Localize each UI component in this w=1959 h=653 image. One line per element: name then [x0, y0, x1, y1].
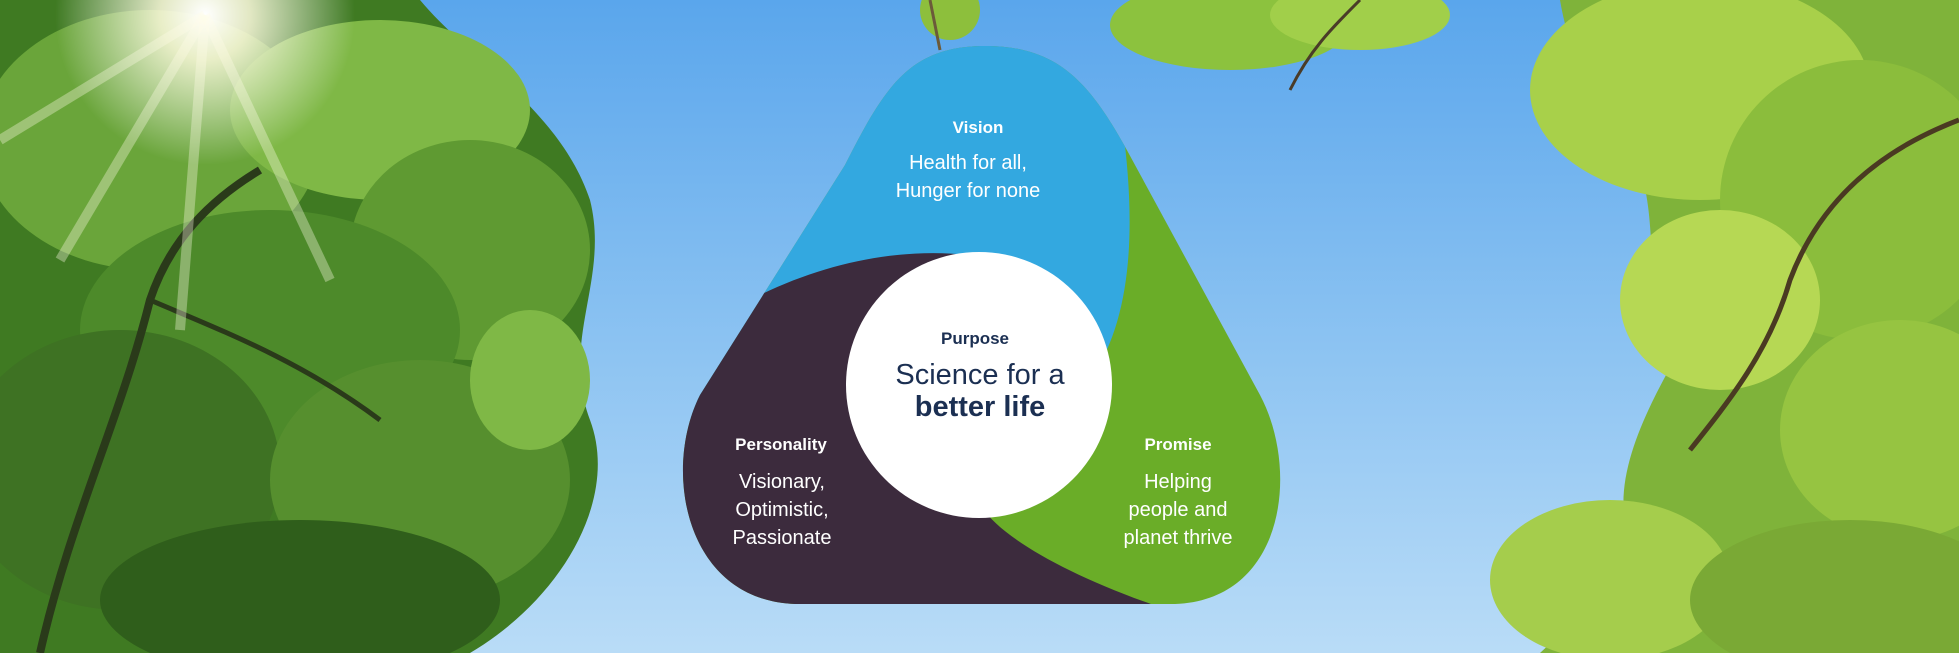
purpose-title: Purpose: [940, 329, 1010, 348]
vision-title: Vision: [952, 118, 1004, 137]
promise-text: Helping people and planet thrive: [1123, 471, 1233, 549]
personality-title: Personality: [735, 435, 827, 454]
promise-title: Promise: [1144, 435, 1212, 454]
purpose-line-2: better life: [914, 391, 1046, 423]
sun-rays: [0, 10, 335, 331]
vision-text: Health for all, Hunger for none: [895, 152, 1041, 202]
purpose-line-1: Science for a: [895, 359, 1065, 391]
right-tree-canopy: [1490, 0, 1959, 653]
purpose-center-circle: [846, 252, 1112, 518]
top-foliage: [920, 0, 1450, 91]
personality-text: Visionary, Optimistic, Passionate: [732, 471, 832, 549]
sun-glow: [55, 0, 355, 165]
